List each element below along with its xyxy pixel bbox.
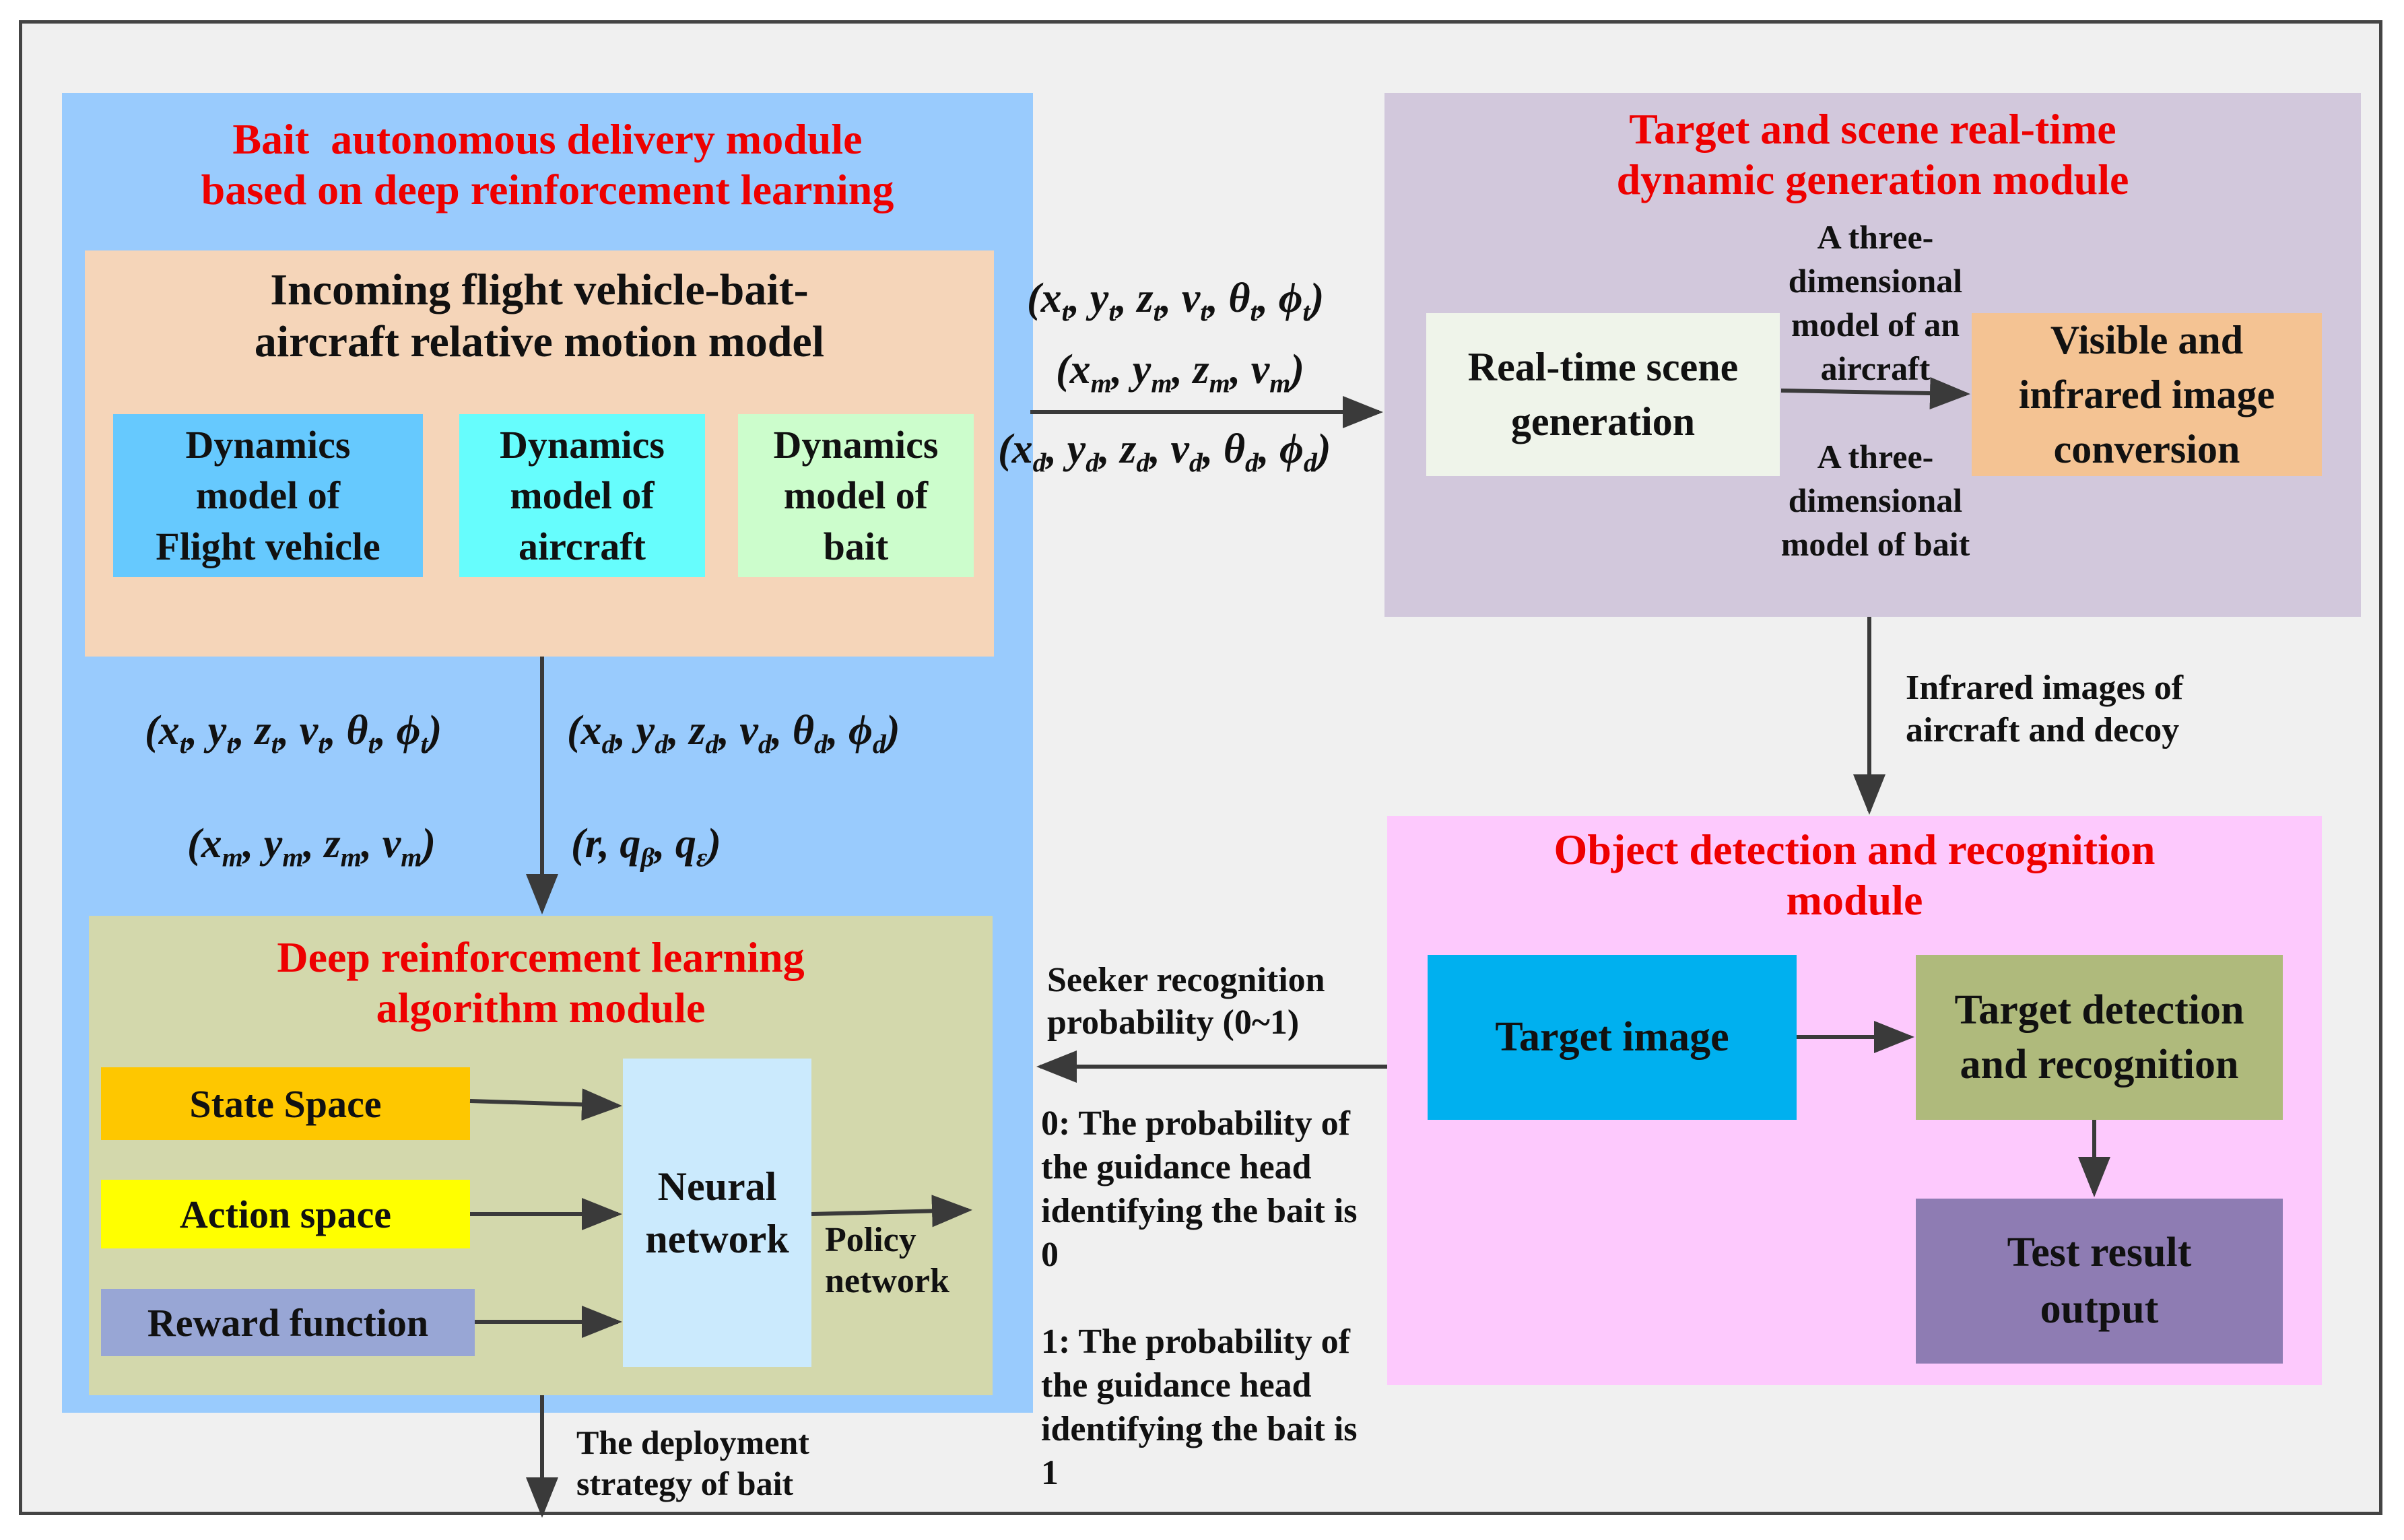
test-result-box: Test result output bbox=[1916, 1199, 2283, 1364]
seeker-line2: probability (0~1) bbox=[1047, 1003, 1300, 1042]
result-line1: Test result bbox=[2007, 1229, 2192, 1275]
bait-delivery-module-title: Bait autonomous delivery module based on… bbox=[62, 114, 1033, 215]
dynamics-aircraft-line1: Dynamics bbox=[500, 422, 665, 467]
state-space-label: State Space bbox=[189, 1081, 382, 1126]
neural-line2: network bbox=[645, 1217, 789, 1261]
policy-line2: network bbox=[825, 1261, 949, 1300]
detect-line1: Target detection bbox=[1954, 986, 2244, 1033]
aircraft-model-line4: aircraft bbox=[1820, 349, 1931, 387]
bait-model-line1: A three- bbox=[1817, 438, 1934, 475]
bait-title-line2: based on deep reinforcement learning bbox=[201, 165, 894, 213]
state-vector-bait-top: (xd, yd, zd, vd, θd, ϕd) bbox=[998, 426, 1331, 478]
bait-title-line1: Bait autonomous delivery module bbox=[232, 115, 863, 163]
state-vector-target-top: (xt, yt, zt, vt, θt, ϕt) bbox=[1027, 275, 1325, 327]
state-space-box: State Space bbox=[101, 1067, 470, 1140]
aircraft-model-line2: dimensional bbox=[1788, 262, 1963, 300]
prob1-line3: identifying the bait is bbox=[1041, 1410, 1358, 1448]
result-line2: output bbox=[2040, 1285, 2159, 1332]
prob1-line2: the guidance head bbox=[1041, 1366, 1312, 1405]
prob0-line2: the guidance head bbox=[1041, 1148, 1312, 1186]
target-image-label: Target image bbox=[1495, 1014, 1729, 1060]
dynamics-bait-line1: Dynamics bbox=[773, 422, 939, 467]
infrared-line2: aircraft and decoy bbox=[1906, 711, 2180, 750]
seeker-line1: Seeker recognition bbox=[1047, 961, 1325, 999]
realtime-scene-box: Real-time scene generation bbox=[1426, 313, 1780, 476]
deployment-strategy-label: The deployment strategy of bait bbox=[576, 1422, 809, 1504]
reward-function-box: Reward function bbox=[101, 1289, 475, 1356]
policy-network-label: Policy network bbox=[825, 1220, 987, 1302]
bait-model-line3: model of bait bbox=[1780, 525, 1970, 563]
drl-title-line1: Deep reinforcement learning bbox=[277, 933, 805, 981]
dynamics-aircraft: Dynamics model of aircraft bbox=[459, 414, 705, 577]
relative-motion-model-title: Incoming flight vehicle-bait- aircraft r… bbox=[85, 264, 994, 368]
prob1-line1: 1: The probability of bbox=[1041, 1323, 1350, 1361]
neural-network-box: Neural network bbox=[623, 1059, 811, 1367]
infrared-images-label: Infrared images of aircraft and decoy bbox=[1906, 667, 2183, 752]
visible-line1: Visible and bbox=[2050, 317, 2244, 362]
dynamics-aircraft-line3: aircraft bbox=[519, 524, 646, 568]
prob0-line4: 0 bbox=[1041, 1236, 1059, 1274]
visible-line2: infrared image bbox=[2018, 372, 2275, 417]
visible-ir-conversion-box: Visible and infrared image conversion bbox=[1972, 313, 2322, 476]
dynamics-bait-line2: model of bbox=[783, 473, 929, 518]
action-space-label: Action space bbox=[179, 1192, 392, 1236]
object-detection-module-title: Object detection and recognition module bbox=[1387, 825, 2322, 926]
scene-title-line1: Target and scene real-time bbox=[1629, 105, 2116, 153]
target-image-box: Target image bbox=[1428, 955, 1797, 1120]
dynamics-flight-vehicle: Dynamics model of Flight vehicle bbox=[113, 414, 423, 577]
deployment-line1: The deployment bbox=[576, 1424, 809, 1461]
dynamics-aircraft-line2: model of bbox=[510, 473, 655, 518]
dynamics-bait-line3: bait bbox=[823, 524, 889, 568]
motion-title-line1: Incoming flight vehicle-bait- bbox=[270, 265, 809, 314]
deployment-line2: strategy of bait bbox=[576, 1465, 794, 1502]
drl-title-line2: algorithm module bbox=[376, 983, 706, 1032]
state-vector-missile-top: (xm, ym, zm, vm) bbox=[1056, 347, 1305, 399]
dynamics-flight-line3: Flight vehicle bbox=[156, 524, 380, 568]
arrow-state-to-neural bbox=[469, 1088, 622, 1121]
neural-line1: Neural bbox=[657, 1164, 777, 1209]
policy-line1: Policy bbox=[825, 1221, 916, 1259]
scene-generation-module-title: Target and scene real-time dynamic gener… bbox=[1384, 104, 2361, 205]
dynamics-bait: Dynamics model of bait bbox=[738, 414, 974, 577]
aircraft-3d-model-label: A three- dimensional model of an aircraf… bbox=[1764, 215, 1986, 391]
state-vector-target-left: (xt, yt, zt, vt, θt, ϕt) bbox=[145, 708, 442, 760]
state-vector-los: (r, qβ, qε) bbox=[571, 821, 721, 873]
arrow-neural-to-policy bbox=[811, 1195, 972, 1228]
bait-model-line2: dimensional bbox=[1788, 481, 1963, 519]
realtime-line2: generation bbox=[1510, 399, 1696, 444]
seeker-probability-label: Seeker recognition probability (0~1) bbox=[1047, 959, 1325, 1044]
prob1-line4: 1 bbox=[1041, 1454, 1059, 1492]
prob0-line1: 0: The probability of bbox=[1041, 1104, 1350, 1143]
infrared-line1: Infrared images of bbox=[1906, 669, 2184, 707]
probability-one-note: 1: The probability of the guidance head … bbox=[1041, 1320, 1358, 1495]
dynamics-flight-line2: model of bbox=[195, 473, 341, 518]
aircraft-model-line3: model of an bbox=[1791, 306, 1960, 343]
detect-line2: and recognition bbox=[1960, 1041, 2239, 1087]
target-detection-box: Target detection and recognition bbox=[1916, 955, 2283, 1120]
aircraft-model-line1: A three- bbox=[1817, 218, 1934, 256]
probability-zero-note: 0: The probability of the guidance head … bbox=[1041, 1102, 1358, 1277]
state-vector-missile-left: (xm, ym, zm, vm) bbox=[187, 821, 436, 873]
arrow-scene-to-visible bbox=[1780, 377, 1970, 410]
bait-3d-model-label: A three- dimensional model of bait bbox=[1751, 435, 2000, 566]
motion-title-line2: aircraft relative motion model bbox=[254, 317, 825, 367]
dynamics-flight-line1: Dynamics bbox=[185, 422, 351, 467]
detection-title-line1: Object detection and recognition bbox=[1554, 826, 2156, 873]
realtime-line1: Real-time scene bbox=[1467, 345, 1739, 389]
reward-function-label: Reward function bbox=[147, 1300, 429, 1345]
action-space-box: Action space bbox=[101, 1180, 470, 1248]
visible-line3: conversion bbox=[2053, 426, 2240, 471]
scene-title-line2: dynamic generation module bbox=[1616, 155, 2129, 203]
detection-title-line2: module bbox=[1786, 875, 1923, 924]
state-vector-bait-left: (xd, yd, zd, vd, θd, ϕd) bbox=[567, 708, 900, 760]
drl-algorithm-module-title: Deep reinforcement learning algorithm mo… bbox=[89, 933, 993, 1034]
prob0-line3: identifying the bait is bbox=[1041, 1192, 1358, 1230]
